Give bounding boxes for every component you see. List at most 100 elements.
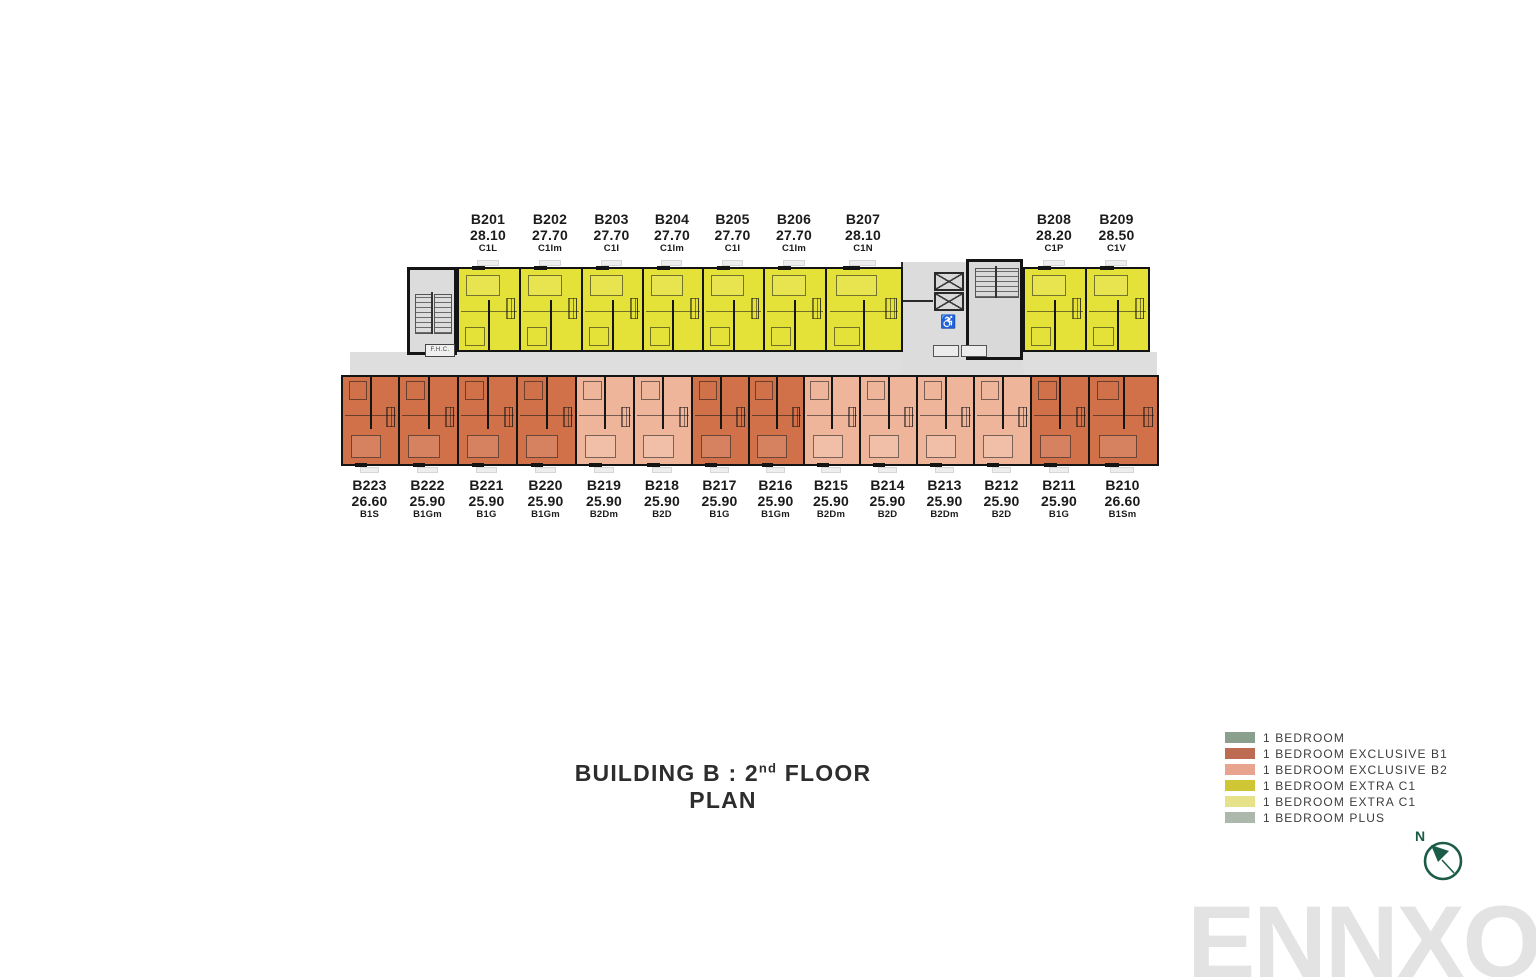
party-wall	[863, 299, 865, 350]
unit-id: B204	[654, 211, 690, 227]
balcony-ledge	[1043, 260, 1065, 266]
party-wall	[1001, 377, 1004, 430]
bed	[590, 274, 624, 296]
title-main: BUILDING B : 2	[574, 760, 759, 786]
wardrobe	[563, 406, 572, 428]
unit-area: 25.90	[1040, 493, 1078, 509]
bed	[528, 274, 562, 296]
unit-area: 25.90	[409, 493, 446, 509]
unit-type-code: C1P	[1044, 243, 1064, 254]
fire-hose-cabinet-label: F.H.C.	[425, 344, 455, 357]
bathroom	[698, 381, 718, 401]
legend-item: 1 BEDROOM EXTRA C1	[1225, 780, 1448, 792]
unit-id: B223	[352, 477, 387, 493]
unit-type-code: B2Dm	[816, 509, 846, 520]
unit-B210	[1088, 375, 1159, 473]
legend-label: 1 BEDROOM EXCLUSIVE B2	[1263, 762, 1448, 777]
unit-area: 25.90	[812, 493, 850, 509]
unit-type-code: B1G	[1048, 509, 1070, 520]
bed	[466, 274, 500, 296]
bed	[407, 435, 440, 458]
unit-area: 27.70	[653, 227, 691, 243]
stairwell-left	[407, 267, 457, 355]
balcony-ledge	[476, 467, 497, 473]
wardrobe	[1142, 406, 1153, 428]
wardrobe	[506, 298, 516, 320]
unit-type-code: C1V	[1106, 243, 1127, 254]
elevator-shaft-icon	[934, 272, 964, 291]
legend-swatch	[1225, 812, 1255, 823]
unit-B211	[1030, 375, 1090, 473]
bathroom	[348, 381, 368, 401]
bed	[835, 274, 878, 296]
unit-B216	[748, 375, 805, 473]
unit-area: 25.90	[983, 493, 1020, 509]
unit-type-code: B1Gm	[413, 509, 442, 520]
unit-area: 28.20	[1035, 227, 1073, 243]
bed	[1094, 274, 1129, 296]
compass-north: N	[1412, 828, 1468, 886]
bed	[700, 435, 732, 458]
legend-item: 1 BEDROOM EXCLUSIVE B2	[1225, 762, 1448, 777]
wardrobe	[750, 298, 760, 320]
unit-B222	[398, 375, 459, 473]
unit-id: B208	[1036, 211, 1072, 227]
balcony-ledge	[849, 260, 876, 266]
bathroom	[640, 381, 660, 401]
unit-B220	[516, 375, 577, 473]
unit-area: 25.90	[643, 493, 681, 509]
unit-type-code: B1Sm	[1108, 509, 1137, 520]
legend-label: 1 BEDROOM EXCLUSIVE B1	[1263, 746, 1448, 761]
party-wall	[887, 377, 890, 430]
party-wall	[775, 377, 778, 430]
unit-type-code: B2D	[652, 509, 672, 520]
unit-id: B220	[528, 477, 563, 493]
unit-B205	[702, 260, 765, 352]
balcony-ledge	[600, 260, 622, 266]
bathroom	[1037, 381, 1057, 401]
legend-swatch	[1225, 780, 1255, 791]
bathroom	[755, 381, 774, 401]
balcony-ledge	[765, 467, 785, 473]
party-wall	[545, 377, 548, 430]
legend-label: 1 BEDROOM	[1263, 730, 1345, 745]
party-wall	[369, 377, 372, 430]
party-wall	[488, 299, 490, 350]
bed	[812, 435, 843, 458]
wardrobe	[679, 406, 688, 428]
unit-id: B219	[586, 477, 622, 493]
unit-type-code: C1Im	[781, 243, 807, 254]
balcony-ledge	[593, 467, 614, 473]
unit-id: B222	[410, 477, 445, 493]
balcony-ledge	[1048, 467, 1069, 473]
bathroom	[923, 381, 943, 401]
stairs	[975, 268, 1019, 298]
wardrobe	[812, 298, 822, 320]
balcony-ledge	[539, 260, 561, 266]
bed	[772, 274, 806, 296]
unit-id: B216	[758, 477, 793, 493]
wardrobe	[736, 406, 745, 428]
unit-B221	[457, 375, 518, 473]
wardrobe	[1076, 406, 1085, 428]
legend-swatch	[1225, 796, 1255, 807]
stair-divider	[995, 266, 997, 298]
party-wall	[794, 299, 796, 350]
unit-B223	[341, 375, 400, 473]
unit-area: 25.90	[527, 493, 564, 509]
wardrobe	[1072, 298, 1082, 320]
legend-swatch	[1225, 764, 1255, 775]
balcony-ledge	[417, 467, 438, 473]
legend-item: 1 BEDROOM EXCLUSIVE B1	[1225, 746, 1448, 761]
bed	[1032, 274, 1066, 296]
unit-id: B209	[1099, 211, 1134, 227]
